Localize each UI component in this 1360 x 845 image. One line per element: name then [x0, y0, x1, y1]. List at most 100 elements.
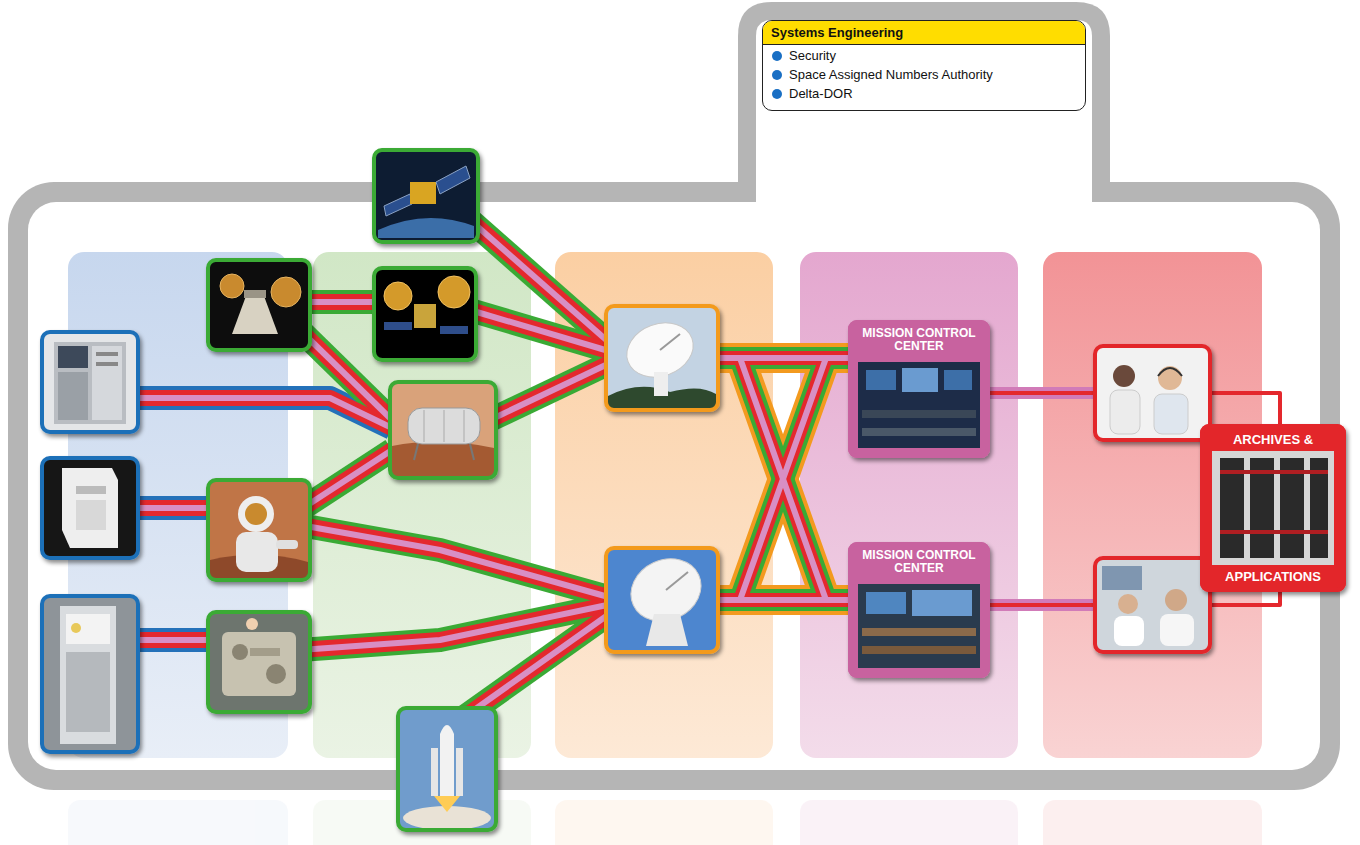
- column-band: [68, 252, 1262, 845]
- spacecraft-photo: [414, 304, 436, 328]
- spacecraft-photo: [208, 260, 310, 350]
- spacecraft-photo: [384, 194, 412, 216]
- control-room-photo: [848, 320, 990, 458]
- operators-photo: [1118, 594, 1138, 614]
- habitat-photo: [444, 410, 445, 442]
- equipment-photo: [76, 500, 106, 530]
- antenna-photo: [654, 372, 668, 396]
- equipment-photo: [58, 346, 88, 368]
- spacecraft-photo: [208, 260, 310, 350]
- spacecraft-photo: [271, 277, 301, 307]
- laboratory-photo: [232, 644, 248, 660]
- equipment-photo: [42, 332, 138, 432]
- link-bundle: [300, 450, 392, 510]
- rocket-photo: [431, 748, 438, 796]
- equipment-photo: [42, 458, 138, 558]
- control-center-box: MISSION CONTROL CENTER: [848, 320, 990, 458]
- equipment-photo: [42, 332, 138, 432]
- control-room-photo: [866, 370, 896, 390]
- astronaut-photo: [208, 480, 310, 580]
- equipment-photo: [96, 362, 118, 366]
- link-bundle: [712, 358, 850, 600]
- spacecraft-photo: [384, 282, 412, 310]
- control-room-photo: [848, 320, 990, 678]
- spacecraft-photo: [384, 322, 412, 330]
- link-bundle: [712, 358, 850, 600]
- antenna-photo: [606, 306, 718, 410]
- operators-photo: [1102, 566, 1142, 590]
- operators-photo: [1095, 346, 1210, 440]
- laboratory-photo: [208, 612, 310, 712]
- astronaut-photo: [208, 480, 310, 580]
- link-bundle: [1208, 393, 1280, 426]
- column-band: [800, 252, 1018, 758]
- control-room-photo: [902, 368, 938, 392]
- link-bundle: [300, 525, 612, 598]
- equipment-photo: [42, 332, 138, 432]
- rocket-photo: [434, 796, 460, 812]
- rocket-photo: [398, 708, 496, 830]
- equipment-photo: [42, 596, 138, 752]
- link-bundle: [136, 220, 1280, 720]
- server-photo: [1200, 424, 1346, 592]
- astronaut-photo: [276, 540, 298, 549]
- habitat-photo: [392, 441, 494, 476]
- spacecraft-photo: [438, 276, 470, 308]
- antenna-photo: [606, 306, 718, 410]
- link-bundle: [986, 393, 1099, 605]
- spacecraft-photo: [374, 150, 478, 242]
- habitat-photo: [414, 444, 418, 460]
- spacecraft-photo: [374, 268, 476, 360]
- column-band: [68, 800, 1262, 845]
- rocket-photo: [398, 708, 496, 830]
- column-band: [1043, 800, 1262, 845]
- spacecraft-photo: [374, 150, 478, 242]
- equipment-photo: [42, 458, 138, 558]
- operators-photo: [1158, 368, 1182, 376]
- spacecraft-photo: [232, 296, 278, 334]
- habitat-photo: [470, 444, 474, 460]
- spacecraft-photo: [208, 260, 310, 350]
- operators-photo: [1160, 614, 1194, 646]
- equipment-photo: [58, 372, 88, 420]
- server-photo: [1200, 424, 1346, 592]
- equipment-photo: [62, 468, 118, 548]
- operators-photo: [1095, 558, 1210, 652]
- control-room-photo: [848, 542, 990, 678]
- frame-outline: [8, 2, 1340, 790]
- server-photo: [1212, 451, 1334, 565]
- rocket-photo: [398, 708, 496, 830]
- astronaut-photo: [236, 532, 278, 572]
- antenna-photo: [606, 548, 718, 652]
- spacecraft-photo: [244, 290, 266, 298]
- link-bundle: [740, 358, 850, 600]
- bullet-item: Delta-DOR: [763, 83, 1085, 102]
- server-photo: [1220, 530, 1328, 534]
- archive-box: ARCHIVES &APPLICATIONS: [1200, 424, 1346, 592]
- link-bundle: [740, 358, 850, 600]
- link-bundle: [986, 391, 1099, 395]
- equipment-photo: [76, 486, 106, 494]
- equipment-photo: [66, 652, 110, 732]
- control-room-photo: [858, 362, 980, 448]
- frame-outline: [756, 20, 1092, 212]
- link-bundle: [490, 362, 612, 420]
- rocket-photo: [440, 725, 454, 734]
- laboratory-photo: [266, 664, 286, 684]
- server-photo: [1220, 470, 1328, 474]
- antenna-photo: [606, 548, 718, 652]
- operators-photo: [1095, 346, 1210, 440]
- antenna-photo: [666, 572, 688, 590]
- antenna-photo: [646, 614, 688, 646]
- column-band: [1043, 252, 1262, 758]
- spacecraft-photo: [378, 218, 474, 238]
- habitat-photo: [408, 408, 480, 444]
- operators-photo: [1095, 558, 1210, 652]
- link-bundle: [136, 398, 392, 428]
- operators-photo: [1158, 366, 1182, 390]
- link-bundle: [740, 358, 850, 600]
- link-bundle: [136, 500, 210, 516]
- operators-photo: [1110, 390, 1140, 434]
